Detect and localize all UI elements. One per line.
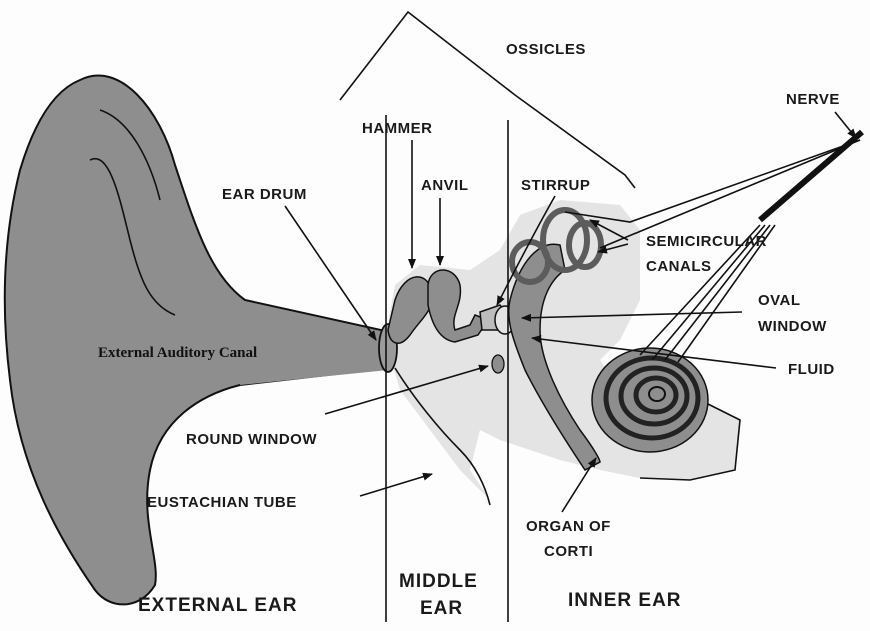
external-auditory-canal-shape [240, 332, 388, 385]
label-semicircular: SEMICIRCULAR [646, 233, 767, 250]
cochlea-core [649, 387, 665, 401]
round-window-shape [492, 355, 504, 373]
label-ossicles: OSSICLES [506, 41, 586, 58]
label-ear-drum: EAR DRUM [222, 186, 307, 203]
label-inner-ear: INNER EAR [568, 590, 682, 611]
eustachian-arrow [360, 474, 432, 496]
nerve-arrow [835, 112, 856, 138]
label-organ-of: ORGAN OF [526, 518, 611, 535]
label-round-window: ROUND WINDOW [186, 431, 317, 448]
label-stirrup: STIRRUP [521, 177, 590, 194]
label-fluid: FLUID [788, 361, 835, 378]
label-window: WINDOW [758, 318, 827, 335]
label-middle: MIDDLE [399, 571, 478, 592]
label-canals: CANALS [646, 258, 712, 275]
label-hammer: HAMMER [362, 120, 433, 137]
label-oval: OVAL [758, 292, 801, 309]
nerve-branch-cochlear [600, 140, 860, 248]
label-eustachian: EUSTACHIAN TUBE [147, 494, 297, 511]
label-anvil: ANVIL [421, 177, 469, 194]
label-ear: EAR [420, 598, 463, 619]
label-corti: CORTI [544, 543, 593, 560]
organ-corti-arrow [562, 458, 596, 512]
label-nerve: NERVE [786, 91, 840, 108]
label-external-ear: EXTERNAL EAR [138, 595, 297, 616]
ossicles-bracket [340, 12, 635, 188]
label-external-canal: External Auditory Canal [98, 345, 257, 361]
